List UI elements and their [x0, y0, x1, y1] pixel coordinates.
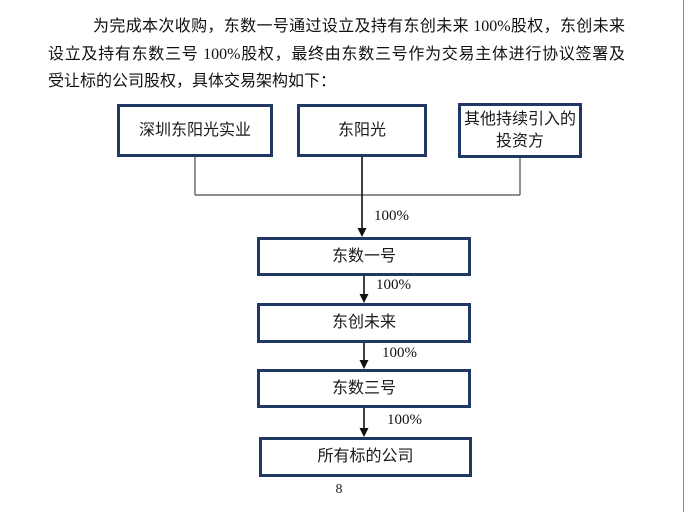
page-number: 8 [335, 482, 343, 497]
ownership-percentage-label: 100% [374, 208, 409, 224]
arrowhead-to-dongshu-no1 [357, 228, 367, 237]
paragraph-line-3: 受让标的公司股权，具体交易架构如下： [48, 73, 337, 91]
ownership-percentage-label: 100% [376, 277, 411, 293]
ownership-percentage-label: 100% [382, 345, 417, 361]
entity-box-dongyangguang: 东阳光 [297, 104, 427, 157]
arrowhead-to-dongchuang-future [359, 294, 369, 303]
entity-box-shenzhen-dongyangguang: 深圳东阳光实业 [117, 104, 273, 157]
entity-box-dongshu-no1: 东数一号 [257, 237, 471, 276]
arrowhead-to-target-companies [359, 428, 369, 437]
entity-box-dongshu-no3: 东数三号 [257, 369, 471, 408]
ownership-percentage-label: 100% [387, 412, 422, 428]
page-edge-line [683, 0, 684, 512]
paragraph-line-2: 设立及持有东数三号 100%股权，最终由东数三号作为交易主体进行协议签署及 [48, 45, 625, 63]
intro-paragraph: 为完成本次收购，东数一号通过设立及持有东创未来 100%股权，东创未来 设立及持… [48, 13, 625, 96]
entity-box-dongchuang-future: 东创未来 [257, 303, 471, 343]
entity-box-other-investors: 其他持续引入的投资方 [458, 103, 582, 158]
paragraph-line-1: 为完成本次收购，东数一号通过设立及持有东创未来 100%股权，东创未来 [93, 18, 625, 35]
entity-box-target-companies: 所有标的公司 [259, 437, 472, 477]
arrowhead-to-dongshu-no3 [359, 360, 369, 369]
